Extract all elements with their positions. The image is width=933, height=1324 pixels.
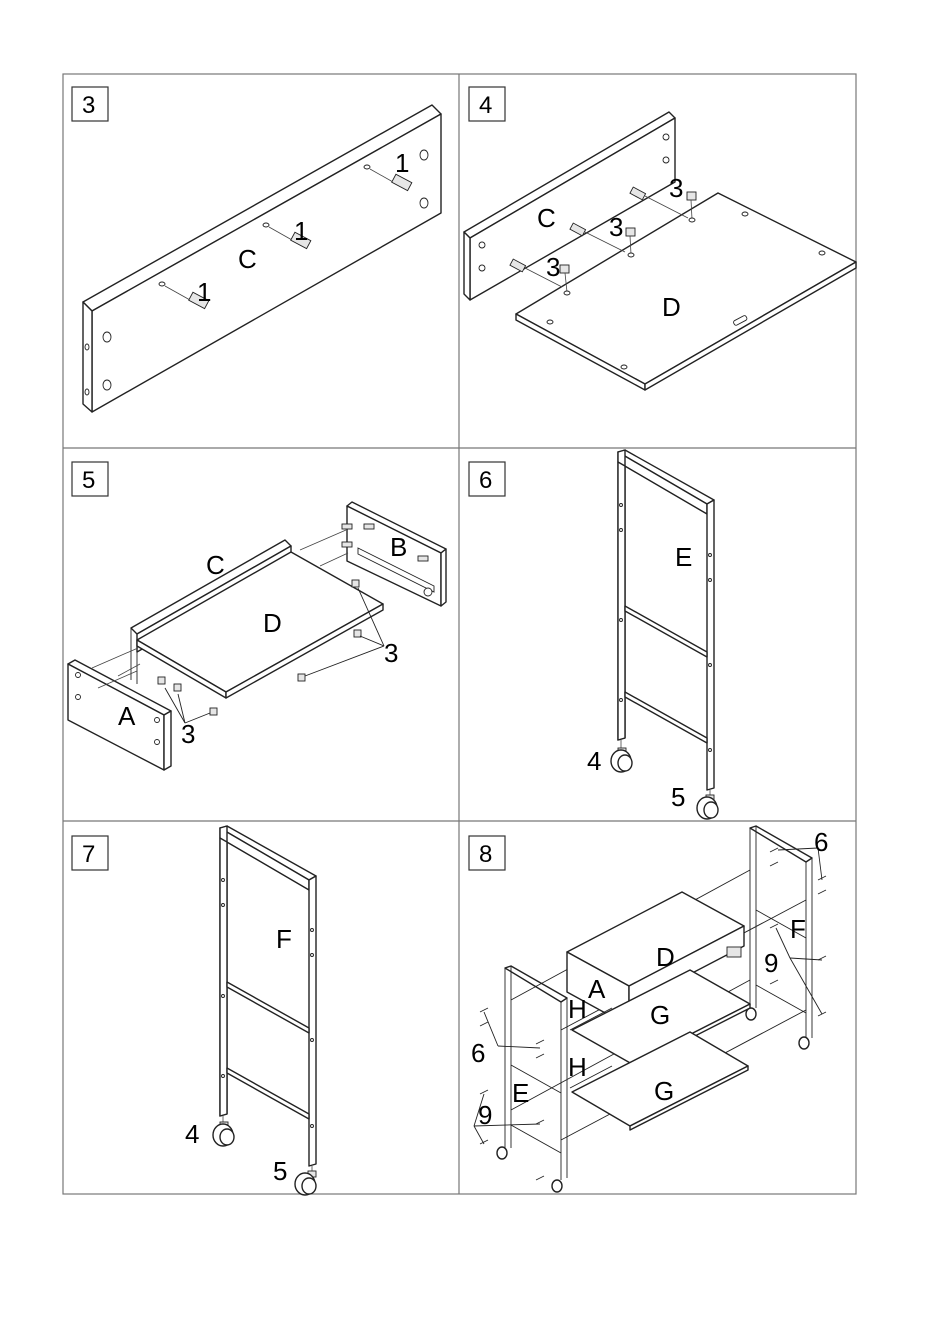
part-f-label: F [276, 924, 292, 954]
caster-4 [611, 740, 632, 772]
step-5-panel: 5 [68, 462, 446, 770]
part-h-label-a: H [568, 994, 587, 1024]
step-4-panel: 4 [464, 87, 856, 390]
step-8-panel: 8 [469, 826, 828, 1192]
step-6-panel: 6 E 4 5 [469, 450, 718, 819]
part-e-label: E [675, 542, 692, 572]
part-a-label: A [118, 701, 136, 731]
hardware-5-label: 5 [273, 1156, 287, 1186]
part-a-label: A [588, 974, 606, 1004]
step-7-panel: 7 F 4 5 [72, 826, 316, 1195]
step-7-number: 7 [82, 841, 95, 868]
part-f-label: F [790, 914, 806, 944]
hardware-9-label-a: 9 [764, 948, 778, 978]
hardware-9-label-b: 9 [478, 1100, 492, 1130]
hardware-5-label: 5 [671, 782, 685, 812]
step-3-number: 3 [82, 92, 95, 119]
step-4-number: 4 [479, 92, 492, 119]
part-h-label-b: H [568, 1052, 587, 1082]
hardware-1-label-c: 1 [395, 148, 409, 178]
step-8-number: 8 [479, 841, 492, 868]
hardware-1-label-b: 1 [294, 216, 308, 246]
hardware-3-label-b: 3 [384, 638, 398, 668]
part-d-label: D [656, 942, 675, 972]
caster-5 [697, 790, 718, 819]
part-d-label: D [662, 292, 681, 322]
part-g-label-a: G [650, 1000, 670, 1030]
part-g-label-b: G [654, 1076, 674, 1106]
part-d-label: D [263, 608, 282, 638]
hardware-6-label-a: 6 [814, 827, 828, 857]
hardware-1-label-a: 1 [197, 277, 211, 307]
step-3-panel: 3 C 1 1 1 [72, 87, 441, 412]
part-e-label: E [512, 1078, 529, 1108]
hardware-4-label: 4 [587, 746, 601, 776]
part-c-label: C [238, 244, 257, 274]
hardware-6-label-b: 6 [471, 1038, 485, 1068]
step-5-number: 5 [82, 467, 95, 494]
hardware-3-label-c: 3 [669, 173, 683, 203]
screws-left [474, 1008, 544, 1180]
step-6-number: 6 [479, 467, 492, 494]
caster-5 [295, 1166, 316, 1195]
part-b-label: B [390, 532, 407, 562]
hardware-3-label-a: 3 [546, 252, 560, 282]
caster-4 [213, 1116, 234, 1146]
hardware-3-label-a: 3 [181, 719, 195, 749]
cam-3c [630, 187, 696, 222]
part-c-label: C [537, 203, 556, 233]
hardware-3-label-b: 3 [609, 212, 623, 242]
part-c-label: C [206, 550, 225, 580]
hardware-4-label: 4 [185, 1119, 199, 1149]
